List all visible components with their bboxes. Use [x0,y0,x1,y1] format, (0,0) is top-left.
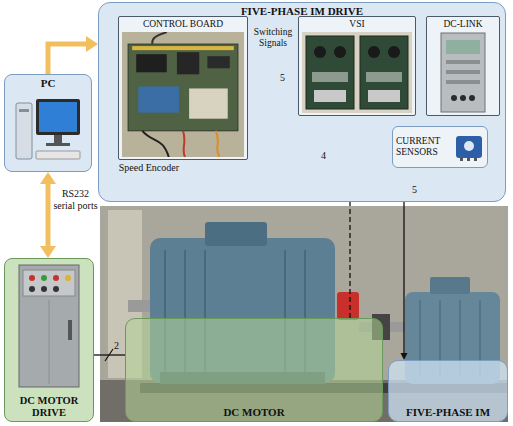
control-board-photo [122,32,244,157]
bus-width-number: 2 [114,340,119,352]
panel-title: DC MOTOR [129,406,379,419]
edge-label: Speed Encoder [100,162,179,174]
inverter-photo [302,32,412,113]
connector [48,36,98,74]
label-anchor: 5 [280,72,285,84]
lab-wall [100,206,508,422]
arrow-head [86,36,98,52]
label-anchor: 4 [321,150,326,162]
connector-line [48,44,90,74]
label-anchor: Switching Signals [249,27,297,49]
dc-link-photo [440,32,486,113]
current-sensor-icon [454,132,484,162]
label-anchor: 5 [412,184,417,196]
panel-title: DC MOTOR DRIVE [8,395,90,419]
inverter-box: VSI [298,16,416,116]
pc-box: PC [4,74,92,172]
bus-width-number: 4 [321,150,326,162]
label-anchor: Speed Encoder [100,162,179,174]
connector-line [94,354,125,355]
box-heading: CONTROL BOARD [122,19,244,30]
dc-link-box: DC-LINK [426,16,500,116]
edge-label: Switching Signals [249,27,297,49]
sensor-box: CURRENT SENSORS [392,126,488,168]
arrow-head [401,353,408,360]
connector-line [46,180,51,249]
control-board: CONTROL BOARD [118,16,248,160]
dc-motor-panel: DC MOTOR [125,318,383,422]
dc-drive-box: DC MOTOR DRIVE [4,258,94,422]
panel-title: FIVE-PHASE IM [392,406,504,419]
induction-motor-panel: FIVE-PHASE IM [388,360,508,422]
bus-width-number: 5 [280,72,285,84]
label-anchor: 2 [114,340,119,352]
edge-label: RS232 serial ports [53,188,98,211]
box-heading: VSI [302,19,412,30]
box-heading: DC-LINK [430,19,496,30]
label-anchor: RS232 serial ports [53,188,98,211]
arrow-head [40,246,56,258]
dc-drive-cabinet [18,264,80,388]
box-heading: CURRENT SENSORS [396,136,452,158]
arrow-head [40,172,56,184]
connector [94,355,125,356]
bus-width-number: 5 [412,184,417,196]
box-heading: PC [8,77,88,90]
connector [40,172,56,258]
pc-icon [14,93,82,167]
